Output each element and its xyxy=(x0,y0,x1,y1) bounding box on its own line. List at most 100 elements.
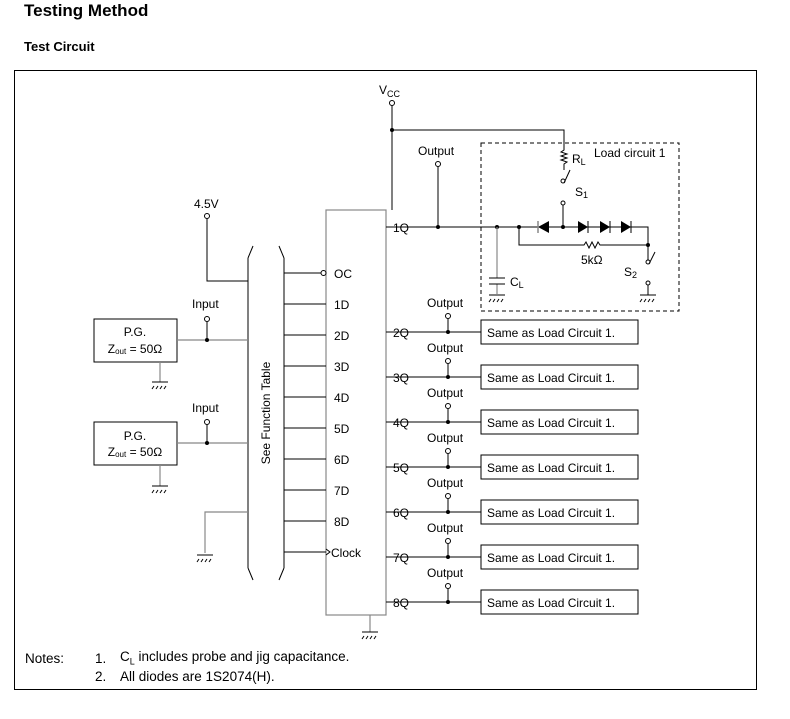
same-as-load-box xyxy=(480,364,639,390)
output-terminal xyxy=(445,403,451,409)
output-label: Output xyxy=(427,296,464,310)
note-2: All diodes are 1S2074(H). xyxy=(120,668,275,684)
input-terminal-2 xyxy=(204,419,210,425)
ic-input-pin-3d: 3D xyxy=(284,360,350,374)
line-1q xyxy=(386,226,649,245)
output-label: Output xyxy=(427,341,464,355)
notes: Notes:1.CL includes probe and jig capaci… xyxy=(25,649,349,685)
pin-label: 8D xyxy=(334,515,350,529)
diode-reverse xyxy=(537,221,549,233)
ic-input-pin-clock: Clock xyxy=(284,546,362,560)
s1-terminal xyxy=(560,200,566,206)
pin-label: 4D xyxy=(334,391,350,405)
rl-label: RL xyxy=(572,152,586,167)
junction-dot xyxy=(390,128,394,132)
ic-ground-icon xyxy=(361,631,378,640)
ic-input-pin-7d: 7D xyxy=(284,484,350,498)
pin-label: 2Q xyxy=(393,326,409,340)
junction-dot xyxy=(446,375,450,379)
output-terminal xyxy=(445,538,451,544)
same-as-load-label: Same as Load Circuit 1. xyxy=(487,326,615,340)
junction-dot xyxy=(205,338,209,342)
notes-label: Notes: xyxy=(25,650,65,666)
output-terminal xyxy=(445,313,451,319)
page-title: Testing Method xyxy=(24,1,149,20)
ic-input-pin-4d: 4D xyxy=(284,391,350,405)
resistor-5k xyxy=(518,227,648,250)
pin-label: 4Q xyxy=(393,416,409,430)
pin-label: OC xyxy=(334,267,352,281)
output-label-1q: Output xyxy=(418,144,455,158)
s1-switch xyxy=(563,169,571,184)
pin-label: 5D xyxy=(334,422,350,436)
load-circuit-title: Load circuit 1 xyxy=(594,146,666,160)
diagram-frame xyxy=(14,70,757,690)
same-as-load-label: Same as Load Circuit 1. xyxy=(487,461,615,475)
output-label: Output xyxy=(427,566,464,580)
same-as-load-box xyxy=(480,589,639,615)
junction-dot xyxy=(561,225,565,229)
cl-ground-icon xyxy=(488,294,505,303)
pin-label: Clock xyxy=(331,546,362,560)
rl-resistor xyxy=(559,147,569,170)
function-table-bus xyxy=(247,245,285,581)
bus-ground-wire xyxy=(204,511,248,553)
pin-label: 3D xyxy=(334,360,350,374)
diode-forward-1 xyxy=(578,221,589,233)
same-as-load-label: Same as Load Circuit 1. xyxy=(487,506,615,520)
s1-label: S1 xyxy=(575,185,588,200)
ic-input-pin-2d: 2D xyxy=(284,329,350,343)
ic-input-pin-8d: 8D xyxy=(284,515,350,529)
pulse-generator-2 xyxy=(93,421,178,466)
pin-label: 1D xyxy=(334,298,350,312)
pin-label: 2D xyxy=(334,329,350,343)
output-label: Output xyxy=(427,431,464,445)
pg2-zout: Zout = 50Ω xyxy=(108,445,162,459)
function-table-label: See Function Table xyxy=(259,361,273,464)
same-as-load-box xyxy=(480,319,639,345)
ic-input-pin-oc: OC xyxy=(284,267,352,281)
input-label-1: Input xyxy=(192,297,219,311)
output-terminal xyxy=(445,448,451,454)
vcc-terminal xyxy=(389,100,395,106)
pg1-zout: Zout = 50Ω xyxy=(108,342,162,356)
note-number: 2. xyxy=(95,668,107,684)
pin-label: 6Q xyxy=(393,506,409,520)
pin-label: 3Q xyxy=(393,371,409,385)
vcc-label: VCC xyxy=(379,83,401,99)
pin-label: 1Q xyxy=(393,221,409,235)
same-as-load-box xyxy=(480,544,639,570)
same-as-load-label: Same as Load Circuit 1. xyxy=(487,596,615,610)
pg2-name: P.G. xyxy=(124,429,146,443)
ic-input-pin-5d: 5D xyxy=(284,422,350,436)
note-number: 1. xyxy=(95,650,107,666)
s2-label: S2 xyxy=(624,265,637,280)
pin-label: 6D xyxy=(334,453,350,467)
output-label: Output xyxy=(427,521,464,535)
junction-dot xyxy=(446,600,450,604)
pin-label: 8Q xyxy=(393,596,409,610)
same-as-load-box xyxy=(480,409,639,435)
same-as-load-box xyxy=(480,499,639,525)
junction-dot xyxy=(446,420,450,424)
s2-terminal xyxy=(645,280,651,286)
output-terminal xyxy=(445,583,451,589)
same-as-load-label: Same as Load Circuit 1. xyxy=(487,371,615,385)
ic-input-pin-6d: 6D xyxy=(284,453,350,467)
pg2-ground-icon xyxy=(151,485,168,494)
junction-dot xyxy=(446,465,450,469)
cl-label: CL xyxy=(510,275,524,290)
pg1-name: P.G. xyxy=(124,325,146,339)
pin-label: 7D xyxy=(334,484,350,498)
supply-terminal xyxy=(204,213,210,219)
junction-dot xyxy=(446,510,450,514)
output-terminal-1q xyxy=(435,161,441,167)
section-title: Test Circuit xyxy=(24,39,95,54)
